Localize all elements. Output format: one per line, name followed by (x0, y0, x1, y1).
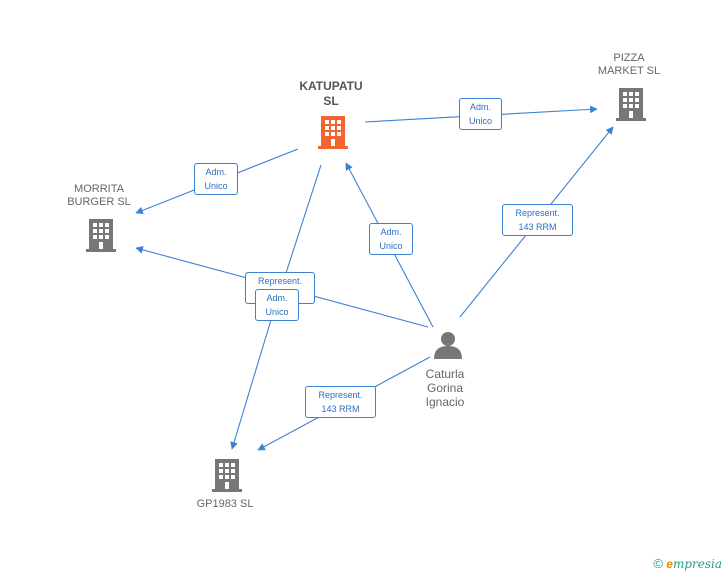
katupatu-label[interactable]: KATUPATU SL (291, 79, 371, 109)
edge-label-line2: Unico (265, 307, 289, 317)
brand-name: mpresia (672, 557, 722, 571)
gp1983-building-icon[interactable] (212, 459, 242, 492)
morrita-burger-building-icon[interactable] (86, 219, 116, 252)
edge-label-caturla-katupatu[interactable]: Adm. Unico (369, 223, 413, 255)
edge-label-line1: Represent. (257, 276, 303, 286)
edge-label-line2: 143 RRM (518, 222, 557, 232)
morrita-burger-name-line1: MORRITA (74, 183, 124, 195)
edge-label-line2: Unico (468, 116, 492, 126)
edge-label-line1: Adm. (266, 293, 288, 303)
katupatu-name-line2: SL (323, 94, 339, 108)
edge-label-line1: Represent. (515, 208, 560, 218)
caturla-label[interactable]: Caturla Gorina Ignacio (405, 367, 485, 409)
edge-label-caturla-gp1983[interactable]: Represent. 143 RRM (305, 386, 376, 418)
katupatu-name-line1: KATUPATU (299, 79, 363, 93)
caturla-name-line3: Ignacio (425, 395, 465, 409)
edge-label-katupatu-morrita[interactable]: Adm. Unico (194, 163, 238, 195)
copyright-icon: © (653, 556, 663, 571)
brand-initial: e (666, 557, 673, 571)
edge-label-line1: Adm. (205, 167, 227, 177)
pizza-market-label[interactable]: PIZZA MARKET SL (589, 52, 669, 78)
morrita-burger-name-line2: BURGER SL (67, 196, 131, 208)
edge-label-katupatu-pizza[interactable]: Adm. Unico (459, 98, 502, 130)
caturla-person-icon[interactable] (434, 332, 462, 359)
gp1983-name-line1: GP1983 SL (196, 498, 254, 510)
katupatu-building-icon[interactable] (318, 115, 348, 149)
morrita-burger-label[interactable]: MORRITA BURGER SL (59, 183, 139, 209)
edge-label-line2: Unico (379, 241, 403, 251)
caturla-name-line1: Caturla (425, 367, 465, 381)
gp1983-label[interactable]: GP1983 SL (185, 498, 265, 511)
edge-label-line1: Adm. (380, 227, 402, 237)
edge-label-caturla-pizza[interactable]: Represent. 143 RRM (502, 204, 573, 236)
pizza-market-name-line2: MARKET SL (597, 65, 661, 77)
caturla-name-line2: Gorina (426, 381, 464, 395)
edge-label-line2: Unico (204, 181, 228, 191)
edge-label-line1: Adm. (469, 102, 491, 112)
empresia-brand: © empresia (653, 556, 722, 571)
edge-label-line1: Represent. (318, 390, 363, 400)
pizza-market-building-icon[interactable] (616, 88, 646, 121)
pizza-market-name-line1: PIZZA (613, 52, 645, 64)
edge-label-line2: 143 RRM (321, 404, 360, 414)
edge-label-katupatu-gp1983[interactable]: Adm. Unico (255, 289, 299, 321)
